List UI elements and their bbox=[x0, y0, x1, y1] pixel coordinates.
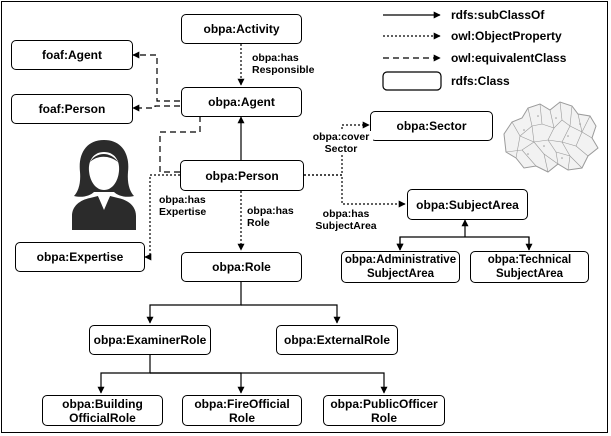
label-cover-sector: obpa:cover Sector bbox=[309, 131, 373, 155]
edge-fire-subclass-examiner bbox=[150, 372, 245, 394]
node-expertise[interactable]: obpa:Expertise bbox=[15, 242, 145, 272]
node-agent[interactable]: obpa:Agent bbox=[181, 87, 302, 117]
legend-subclass-label: rdfs:subClassOf bbox=[451, 8, 545, 22]
legend-class-label: rdfs:Class bbox=[451, 74, 510, 88]
legend-class-box bbox=[382, 71, 442, 91]
region-map-icon bbox=[503, 101, 599, 173]
node-examiner-role[interactable]: obpa:ExaminerRole bbox=[89, 325, 211, 355]
label-has-subject-area: obpa:has SubjectArea bbox=[312, 208, 380, 232]
label-has-responsible: obpa:has Responsible bbox=[252, 52, 324, 76]
node-foaf-person[interactable]: foaf:Person bbox=[11, 94, 133, 124]
label-has-expertise: obpa:has Expertise bbox=[159, 194, 217, 218]
node-building-official-role[interactable]: obpa:Building OfficialRole bbox=[42, 395, 163, 426]
node-person[interactable]: obpa:Person bbox=[180, 160, 304, 191]
node-activity[interactable]: obpa:Activity bbox=[181, 14, 302, 44]
edge-person-equiv-foafperson bbox=[159, 117, 201, 173]
node-sector[interactable]: obpa:Sector bbox=[370, 111, 493, 141]
edge-agent-equiv-foafperson bbox=[132, 104, 180, 112]
legend-equivalent-label: owl:equivalentClass bbox=[451, 51, 567, 65]
edge-public-subclass-examiner bbox=[150, 372, 388, 394]
edge-building-subclass-examiner bbox=[97, 355, 151, 394]
edge-person-coversector-sector bbox=[304, 121, 370, 176]
node-role[interactable]: obpa:Role bbox=[181, 252, 302, 282]
edge-agent-equiv-foafagent bbox=[132, 51, 180, 102]
node-public-officer-role[interactable]: obpa:PublicOfficer Role bbox=[323, 395, 445, 426]
edge-examiner-subclass-role bbox=[146, 282, 242, 324]
label-has-role: obpa:has Role bbox=[247, 205, 297, 229]
legend-objectproperty-label: owl:ObjectProperty bbox=[451, 29, 562, 43]
node-admin-subject-area[interactable]: obpa:Administrative SubjectArea bbox=[341, 251, 460, 283]
node-foaf-agent[interactable]: foaf:Agent bbox=[11, 40, 133, 70]
node-technical-subject-area[interactable]: obpa:Technical SubjectArea bbox=[470, 251, 589, 283]
woman-avatar-icon bbox=[72, 140, 136, 230]
edge-admin-subclass-subjectarea bbox=[399, 220, 530, 250]
edge-person-hassubjectarea-subjectarea bbox=[304, 174, 406, 208]
node-fire-official-role[interactable]: obpa:FireOfficial Role bbox=[182, 395, 302, 426]
edge-external-subclass-role bbox=[241, 304, 341, 324]
node-subject-area[interactable]: obpa:SubjectArea bbox=[407, 189, 528, 220]
node-external-role[interactable]: obpa:ExternalRole bbox=[276, 325, 398, 355]
